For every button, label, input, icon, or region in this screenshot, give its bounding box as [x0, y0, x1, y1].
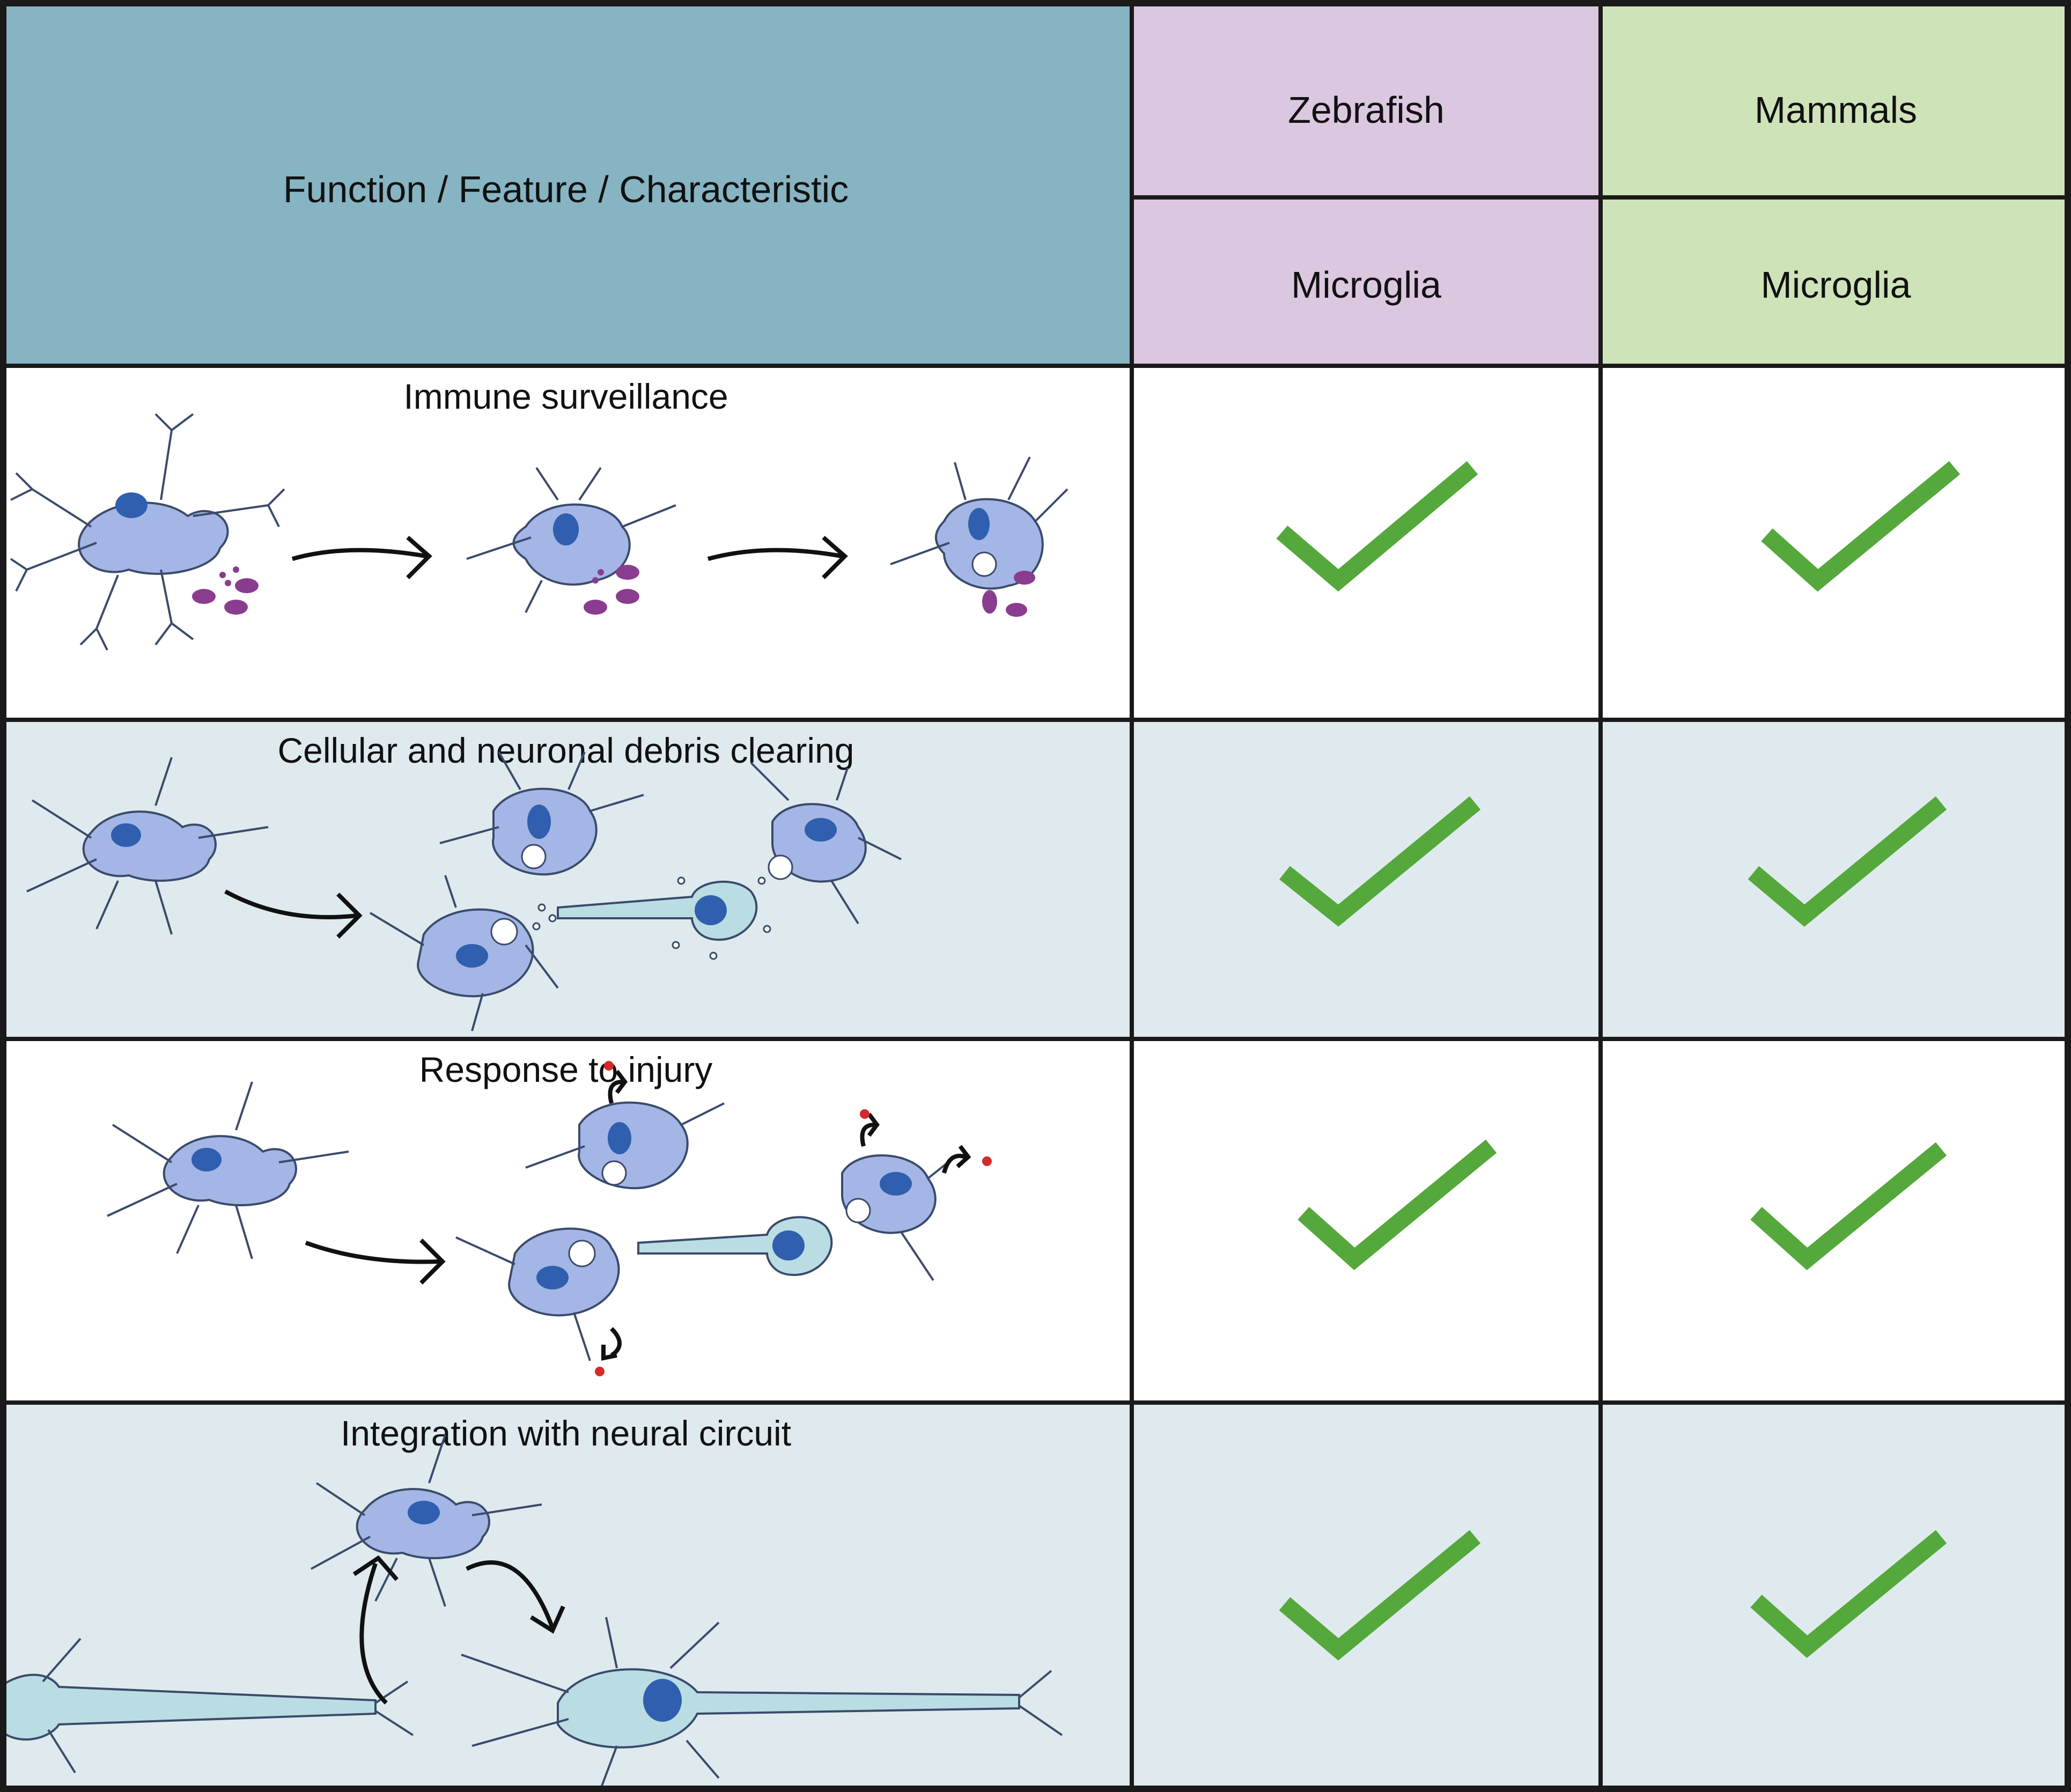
arrow-icon	[707, 535, 848, 579]
microglia-contacting-icon	[466, 467, 676, 613]
header-zebrafish-species-cell: Zebrafish	[1132, 0, 1601, 197]
signal-dot-icon	[595, 1367, 605, 1376]
microglia-phagocytosing-icon	[369, 875, 559, 1031]
signal-dot-icon	[982, 1156, 992, 1166]
header-mammals-label: Mammals	[1754, 89, 1918, 131]
row-debris-clearing-mammals-cell	[1601, 720, 2071, 1039]
arrow-icon	[466, 1560, 565, 1634]
header-function-cell: Function / Feature / Characteristic	[0, 0, 1132, 366]
header-zebrafish-label: Zebrafish	[1288, 89, 1444, 131]
microglia-ramified-icon	[26, 757, 269, 935]
checkmark-icon	[1279, 796, 1481, 927]
microglia-ramified-icon	[10, 413, 285, 651]
arrow-icon	[224, 889, 363, 939]
neuron-icon	[637, 1216, 833, 1277]
header-zebrafish-celltype-label: Microglia	[1291, 264, 1442, 306]
neuron-icon	[461, 1617, 1063, 1789]
row-neural-integration-feature-cell: Integration with neural circuit	[0, 1403, 1132, 1792]
row-neural-integration-zebrafish-cell	[1132, 1403, 1601, 1792]
arrow-icon	[608, 1070, 628, 1104]
row-immune-surveillance-feature-cell: Immune surveillance	[0, 366, 1132, 720]
header-zebrafish-celltype-cell: Microglia	[1132, 197, 1601, 366]
header-function-label: Function / Feature / Characteristic	[283, 168, 849, 210]
row-immune-surveillance-mammals-cell	[1601, 366, 2071, 720]
checkmark-icon	[1750, 1530, 1947, 1658]
signal-dot-icon	[604, 1061, 614, 1071]
microglia-phagocytosing-icon	[750, 762, 902, 925]
microglia-activated-icon	[841, 1154, 956, 1281]
checkmark-icon	[1750, 1142, 1947, 1271]
signal-dot-icon	[860, 1109, 869, 1119]
arrow-icon	[860, 1112, 880, 1147]
microglia-ramified-icon	[107, 1081, 349, 1259]
neuron-icon	[0, 1638, 414, 1774]
microglia-phagocytosing-icon	[439, 751, 644, 876]
checkmark-icon	[1279, 1530, 1481, 1661]
microglia-ramified-icon	[311, 1434, 542, 1607]
microglia-phagocytosing-icon	[890, 456, 1068, 590]
row-neural-integration-mammals-cell	[1601, 1403, 2071, 1792]
arrow-icon	[601, 1327, 622, 1361]
microglia-activated-icon	[455, 1227, 620, 1361]
neuron-icon	[557, 880, 758, 941]
checkmark-icon	[1298, 1139, 1497, 1271]
row-response-to-injury-zebrafish-cell	[1132, 1039, 1601, 1403]
microglia-activated-icon	[525, 1101, 725, 1190]
checkmark-icon	[1276, 461, 1478, 592]
row-response-to-injury-feature-cell: Response to injury	[0, 1039, 1132, 1403]
checkmark-icon	[1761, 461, 1961, 592]
arrow-icon	[305, 1238, 446, 1285]
checkmark-icon	[1748, 796, 1947, 927]
header-mammals-celltype-cell: Microglia	[1601, 197, 2071, 366]
neural-integration-illustration	[0, 1434, 1063, 1789]
row-debris-clearing-zebrafish-cell	[1132, 720, 1601, 1039]
row-immune-surveillance-zebrafish-cell	[1132, 366, 1601, 720]
debris-clearing-illustration	[26, 751, 902, 1031]
arrow-icon	[291, 535, 432, 579]
header-mammals-celltype-label: Microglia	[1760, 264, 1911, 306]
header-mammals-species-cell: Mammals	[1601, 0, 2071, 197]
arrow-icon	[352, 1555, 399, 1705]
response-to-injury-illustration	[107, 1061, 992, 1376]
arrow-icon	[942, 1145, 971, 1174]
row-response-to-injury-mammals-cell	[1601, 1039, 2071, 1403]
row-debris-clearing-feature-cell: Cellular and neuronal debris clearing	[0, 720, 1132, 1039]
immune-surveillance-illustration	[10, 413, 1068, 651]
debris-icon	[192, 566, 259, 615]
